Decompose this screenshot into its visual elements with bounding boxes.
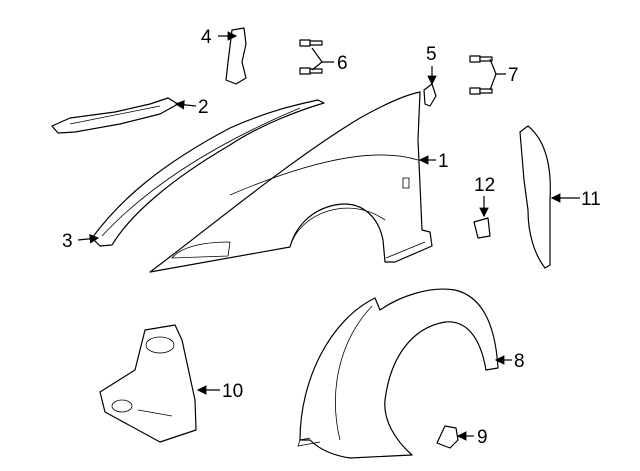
- callout-12: 12: [474, 175, 495, 196]
- callout-1: 1: [438, 151, 449, 172]
- callout-11: 11: [581, 189, 601, 210]
- callout-3: 3: [62, 231, 73, 252]
- bolts-part-7[interactable]: [469, 55, 493, 95]
- callout-5: 5: [426, 44, 437, 65]
- callout-7: 7: [508, 65, 519, 86]
- callout-4: 4: [201, 27, 212, 48]
- callout-6: 6: [337, 53, 348, 74]
- lower-shield-part[interactable]: [99, 324, 197, 443]
- emblem-part[interactable]: [473, 217, 491, 239]
- callout-10: 10: [222, 381, 243, 402]
- callout-8: 8: [514, 351, 525, 372]
- callout-2: 2: [198, 97, 209, 118]
- callout-9: 9: [477, 427, 488, 448]
- small-bracket-part[interactable]: [423, 83, 437, 107]
- clip-part[interactable]: [436, 425, 459, 449]
- leader-lines: [77, 31, 580, 441]
- trim-part[interactable]: [519, 125, 551, 269]
- fender-part[interactable]: [149, 91, 433, 273]
- bolts-part-6[interactable]: [299, 39, 323, 75]
- wheel-liner-part[interactable]: [297, 288, 499, 459]
- splash-shield-part[interactable]: [51, 97, 179, 134]
- fender-rail-part[interactable]: [91, 99, 325, 247]
- bracket-part[interactable]: [225, 27, 247, 85]
